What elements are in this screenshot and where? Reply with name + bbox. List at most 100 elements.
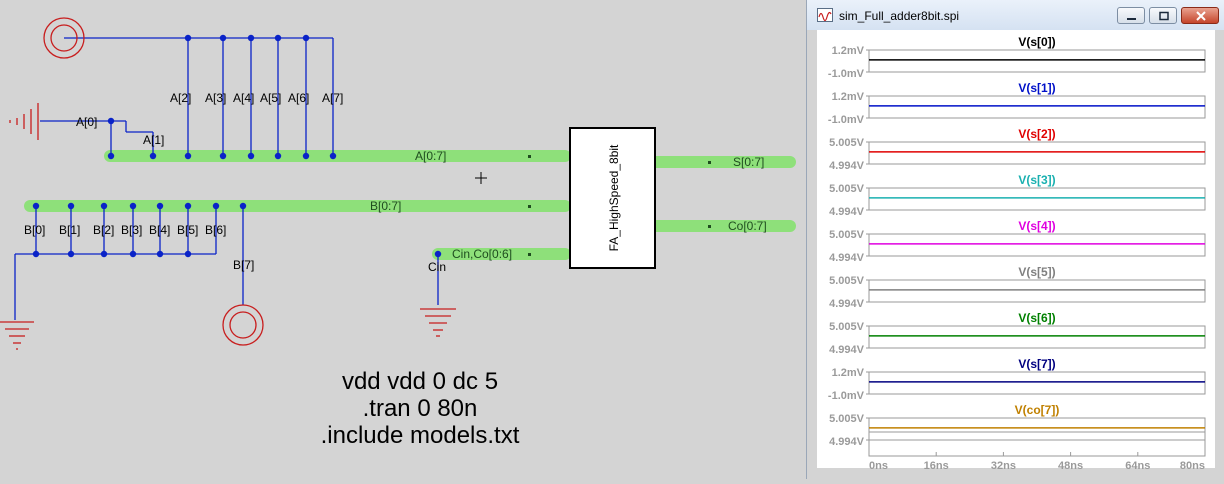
window-title: sim_Full_adder8bit.spi <box>839 9 960 23</box>
b-tap-label: B[0] <box>24 223 45 237</box>
x-tick-label: 32ns <box>991 460 1016 472</box>
y-tick-label: 5.005V <box>829 137 865 149</box>
bus-end-markers <box>528 155 711 256</box>
waveform-app-icon <box>817 8 833 22</box>
y-tick-label: 1.2mV <box>832 367 865 379</box>
y-tick-label: 4.994V <box>829 252 865 264</box>
trace-name[interactable]: V(s[4]) <box>1018 219 1055 233</box>
waveform-pane[interactable]: V(s[0]) 1.2mV -1.0mV <box>828 35 1206 80</box>
a-tap-label: A[5] <box>260 91 281 105</box>
voltage-source-icon[interactable] <box>43 17 85 59</box>
b-tap-label: B[7] <box>233 258 254 272</box>
a-tap-label: A[2] <box>170 91 191 105</box>
b-tap-label: B[1] <box>59 223 80 237</box>
trace-name[interactable]: V(s[1]) <box>1018 81 1055 95</box>
waveform-pane[interactable]: V(s[1]) 1.2mV -1.0mV <box>828 81 1206 126</box>
close-button[interactable] <box>1181 7 1219 24</box>
cin-junction <box>434 250 442 258</box>
bus-label-b: B[0:7] <box>370 199 401 213</box>
y-tick-label: 5.005V <box>829 183 865 195</box>
pane-frame <box>868 233 1206 257</box>
fa-highspeed-8bit-block[interactable]: FA_HighSpeed_8bit <box>569 127 656 269</box>
y-tick-label: -1.0mV <box>828 114 865 126</box>
x-tick-label: 0ns <box>869 460 888 472</box>
close-icon <box>1196 11 1206 21</box>
spice-directive[interactable]: .tran 0 80n <box>362 395 478 422</box>
waveform-pane[interactable]: V(s[6]) 5.005V 4.994V <box>829 311 1206 356</box>
waveform-window[interactable]: sim_Full_adder8bit.spi V(s[0]) 1.2mV -1.0m… <box>806 0 1224 479</box>
y-tick-label: 4.994V <box>829 344 865 356</box>
crosshair-cursor-icon <box>475 172 487 184</box>
x-tick-label: 16ns <box>924 460 949 472</box>
ground-icon[interactable] <box>420 308 456 337</box>
y-tick-label: -1.0mV <box>828 390 865 402</box>
b-tap-label: B[5] <box>177 223 198 237</box>
component-name: FA_HighSpeed_8bit <box>607 144 621 251</box>
minimize-button[interactable] <box>1117 7 1145 24</box>
a-net-junctions <box>107 34 337 160</box>
waveform-pane[interactable]: V(s[3]) 5.005V 4.994V <box>829 173 1206 218</box>
y-tick-label: 5.005V <box>829 413 865 425</box>
y-tick-label: 4.994V <box>829 160 865 172</box>
trace-name[interactable]: V(s[2]) <box>1018 127 1055 141</box>
bus-label-s: S[0:7] <box>733 155 764 169</box>
y-tick-label: 4.994V <box>829 298 865 310</box>
y-tick-label: 5.005V <box>829 229 865 241</box>
voltage-source-icon[interactable] <box>222 304 264 346</box>
a-tap-label: A[3] <box>205 91 226 105</box>
trace-name[interactable]: V(s[6]) <box>1018 311 1055 325</box>
b-net-wires[interactable] <box>14 206 244 320</box>
spice-directive[interactable]: .include models.txt <box>320 422 520 449</box>
trace-name[interactable]: V(s[5]) <box>1018 265 1055 279</box>
pane-frame <box>868 95 1206 119</box>
a-tap-label: A[0] <box>76 115 97 129</box>
restore-icon <box>1159 11 1169 21</box>
ground-icon[interactable] <box>9 103 39 140</box>
waveform-pane[interactable]: V(s[4]) 5.005V 4.994V <box>829 219 1206 264</box>
trace-name[interactable]: V(s[7]) <box>1018 357 1055 371</box>
y-tick-label: -1.0mV <box>828 68 865 80</box>
a-tap-label: A[6] <box>288 91 309 105</box>
pane-frame <box>868 417 1206 441</box>
y-tick-label: 1.2mV <box>832 45 865 57</box>
trace-name[interactable]: V(s[0]) <box>1018 35 1055 49</box>
a-tap-label: A[4] <box>233 91 254 105</box>
a-tap-label: A[7] <box>322 91 343 105</box>
y-tick-label: 5.005V <box>829 275 865 287</box>
waveform-pane[interactable]: V(s[2]) 5.005V 4.994V <box>829 127 1206 172</box>
pane-frame <box>868 187 1206 211</box>
ground-icon[interactable] <box>0 321 34 350</box>
waveform-pane[interactable]: V(s[5]) 5.005V 4.994V <box>829 265 1206 310</box>
trace-name[interactable]: V(s[3]) <box>1018 173 1055 187</box>
waveform-plot[interactable]: V(s[0])1.2mV-1.0mVV(s[1])1.2mV-1.0mVV(s[… <box>807 30 1224 479</box>
schematic-canvas[interactable]: A[0:7] B[0:7] S[0:7] Co[0:7] Cin,Co[0:6]… <box>0 0 806 479</box>
x-axis-frame <box>868 431 1206 457</box>
y-tick-label: 4.994V <box>829 206 865 218</box>
b-tap-label: B[6] <box>205 223 226 237</box>
pane-frame <box>868 371 1206 395</box>
y-tick-label: 4.994V <box>829 436 865 448</box>
x-tick-label: 48ns <box>1058 460 1083 472</box>
spice-directive[interactable]: vdd vdd 0 dc 5 <box>341 368 499 395</box>
pane-frame <box>868 325 1206 349</box>
bus-label-cin: Cin,Co[0:6] <box>452 247 512 261</box>
b-tap-label: B[3] <box>121 223 142 237</box>
window-titlebar[interactable]: sim_Full_adder8bit.spi <box>807 0 1224 31</box>
pane-frame <box>868 141 1206 165</box>
x-tick-label: 64ns <box>1125 460 1150 472</box>
a-net-wires[interactable] <box>40 37 334 156</box>
b-tap-label: B[2] <box>93 223 114 237</box>
y-tick-label: 1.2mV <box>832 91 865 103</box>
minimize-icon <box>1127 18 1136 20</box>
waveform-pane[interactable]: V(s[7]) 1.2mV -1.0mV <box>828 357 1206 402</box>
b-tap-label: B[4] <box>149 223 170 237</box>
restore-button[interactable] <box>1149 7 1177 24</box>
pane-frame <box>868 49 1206 73</box>
pane-frame <box>868 279 1206 303</box>
cin-label: Cin <box>428 260 446 274</box>
y-tick-label: 5.005V <box>829 321 865 333</box>
waveform-pane[interactable]: V(co[7]) 5.005V 4.994V <box>829 403 1206 448</box>
trace-name[interactable]: V(co[7]) <box>1015 403 1060 417</box>
bus-label-co: Co[0:7] <box>728 219 767 233</box>
